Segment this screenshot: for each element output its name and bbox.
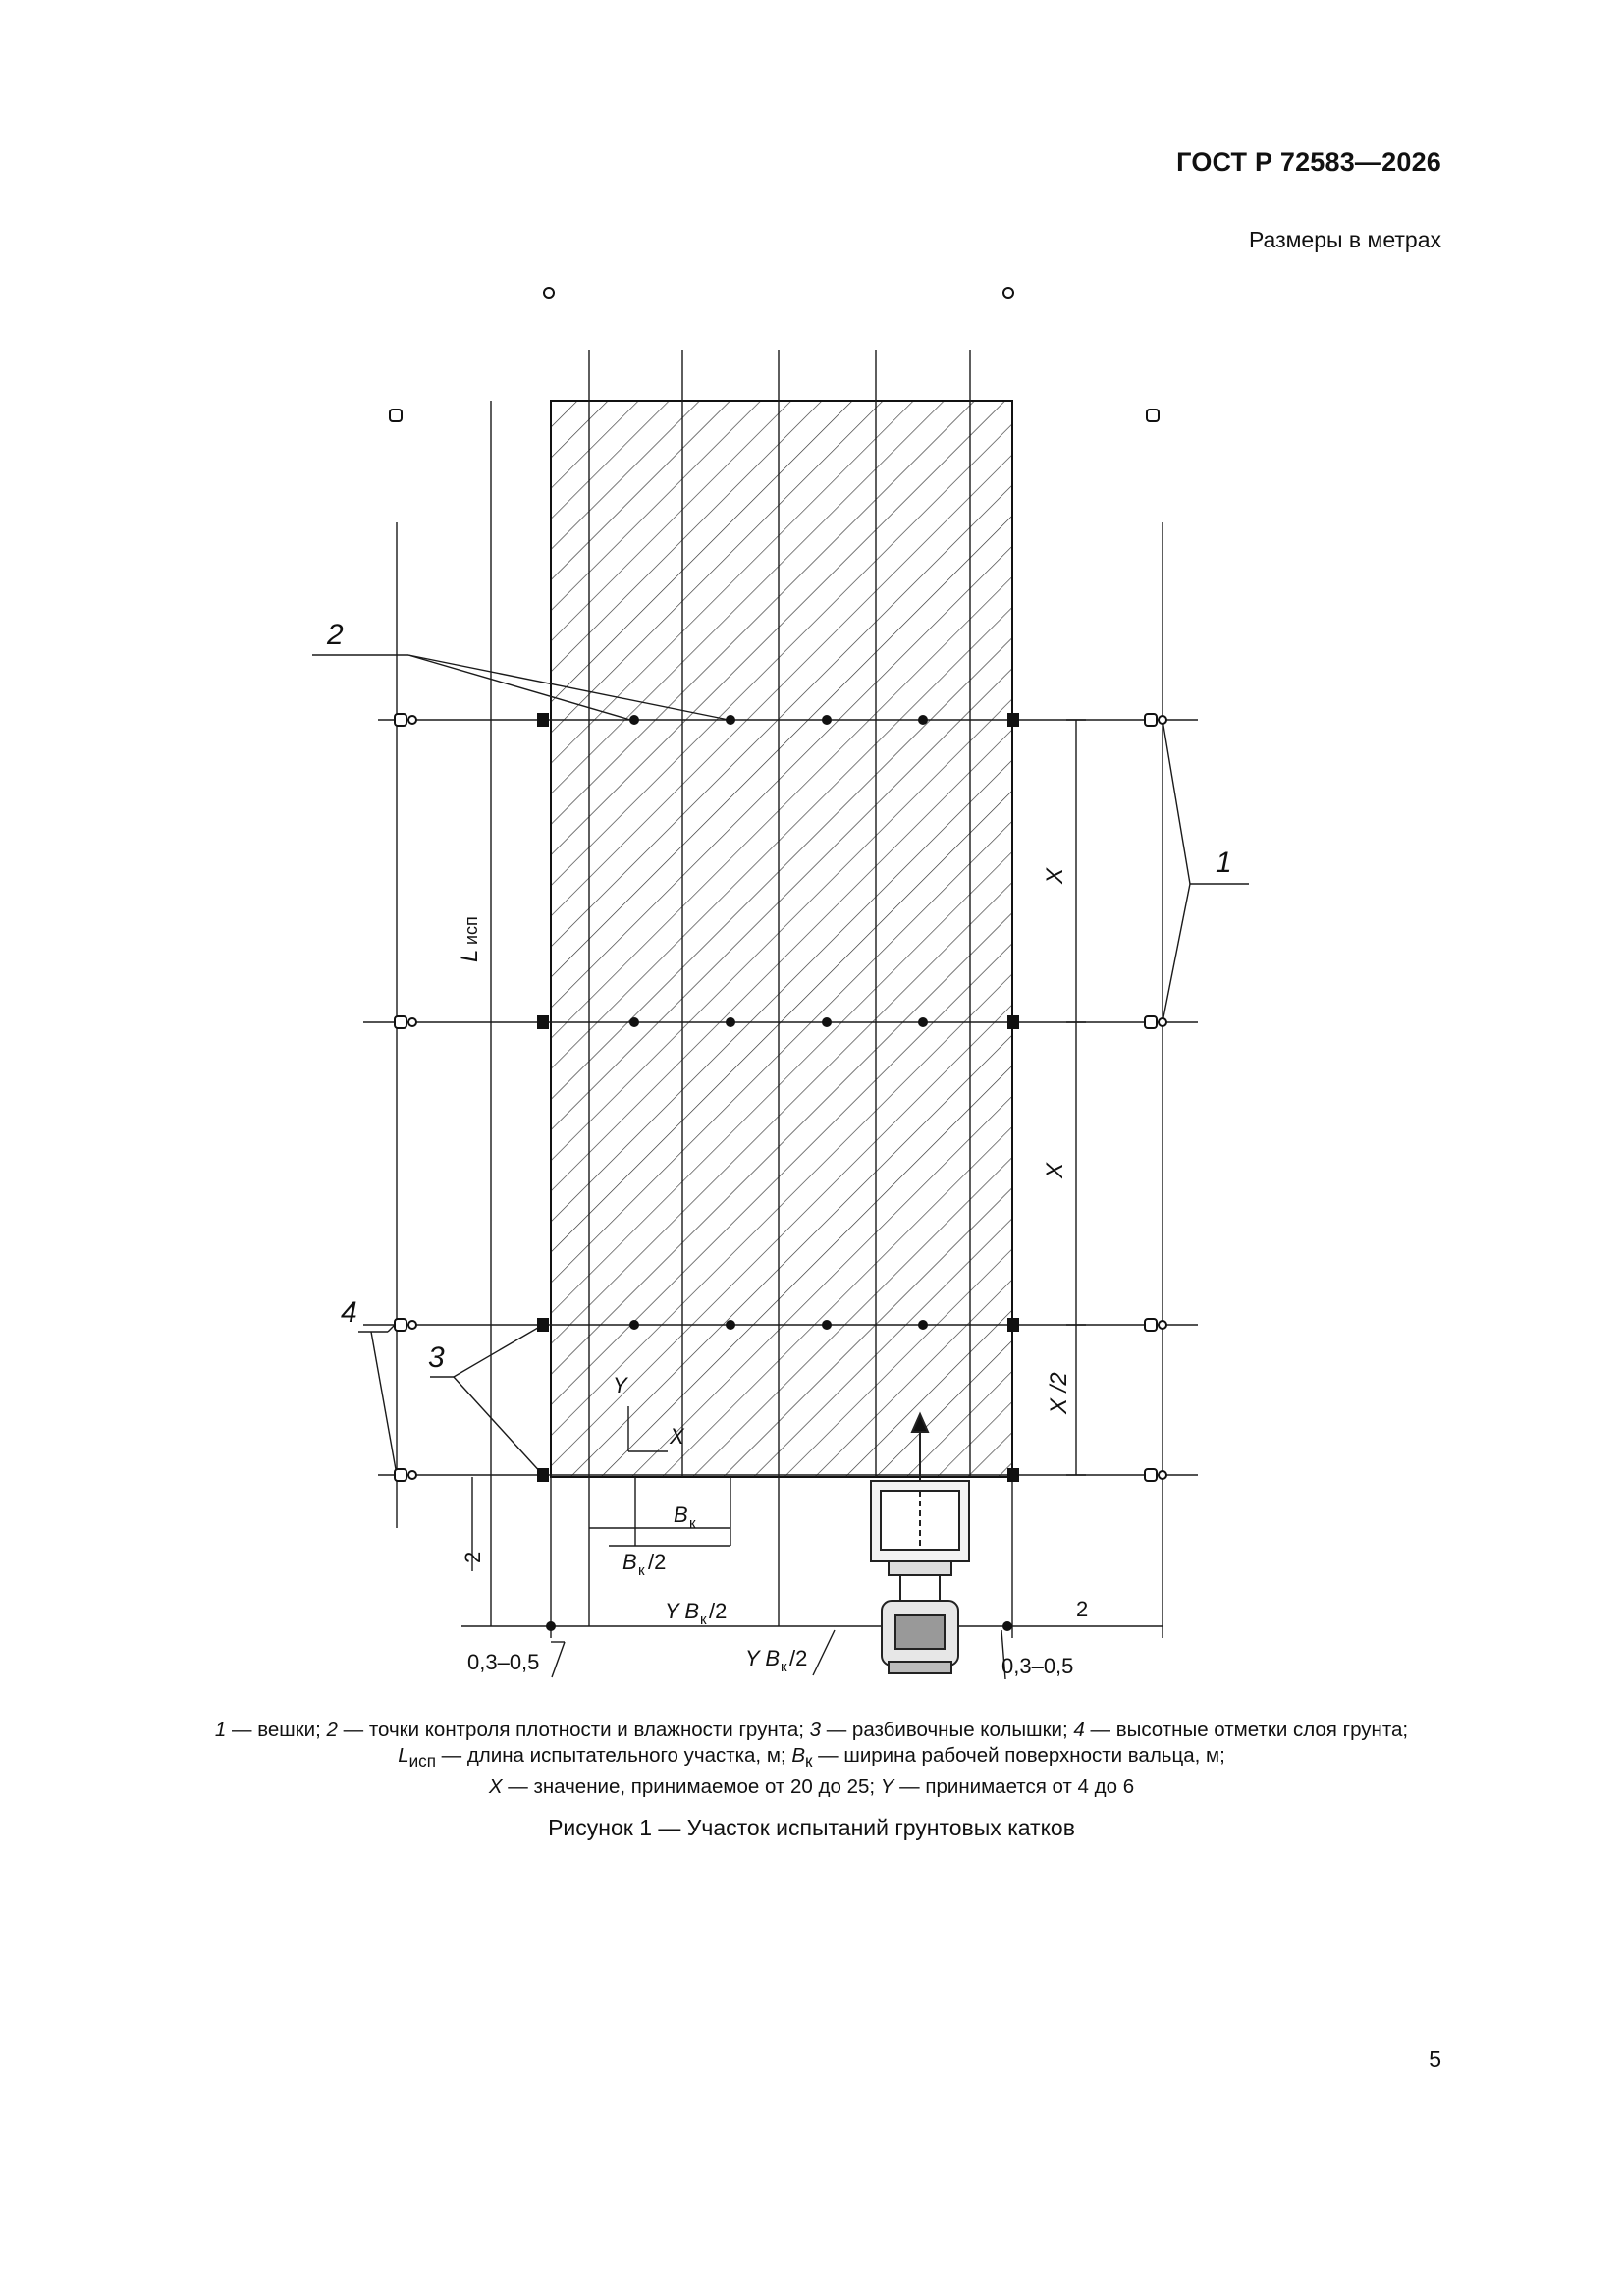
figure-caption: Рисунок 1 — Участок испытаний грунтовых …: [548, 1815, 1075, 1840]
control-point: [918, 1320, 928, 1330]
page-number: 5: [1429, 2047, 1441, 2072]
stake: [537, 1015, 549, 1029]
control-point: [629, 715, 639, 725]
y-axis-label: Y: [613, 1373, 628, 1397]
control-point: [629, 1320, 639, 1330]
control-point: [726, 1017, 735, 1027]
pole-marker: [394, 1468, 407, 1482]
dim-2-left: 2: [460, 1552, 485, 1563]
stake: [1007, 1468, 1019, 1482]
control-point: [822, 1017, 832, 1027]
pole-marker: [543, 287, 555, 299]
pole-marker: [1144, 713, 1158, 727]
svg-text:к: к: [638, 1562, 645, 1579]
stake: [1007, 1015, 1019, 1029]
control-point: [726, 1320, 735, 1330]
ybk-label-upper: Y B к /2: [665, 1599, 727, 1628]
tolerance-right: 0,3–0,5: [1001, 1654, 1073, 1678]
control-point: [629, 1017, 639, 1027]
x-half-label: X /2: [1046, 1372, 1072, 1415]
svg-text:/2: /2: [709, 1599, 727, 1623]
svg-text:Y B: Y B: [665, 1599, 699, 1623]
standard-designation: ГОСТ Р 72583—2026: [1176, 147, 1441, 177]
svg-text:к: к: [781, 1659, 787, 1675]
svg-text:B: B: [674, 1503, 688, 1527]
callout-1: 1: [1216, 847, 1232, 879]
stake: [1007, 1318, 1019, 1332]
pole-marker: [1144, 1318, 1158, 1332]
control-point: [726, 715, 735, 725]
tolerance-left: 0,3–0,5: [467, 1650, 539, 1674]
pole-marker: [389, 409, 403, 422]
stake: [537, 1468, 549, 1482]
x-axis-label: X: [669, 1424, 685, 1449]
stake: [537, 1318, 549, 1332]
figure-legend: 1 — вешки; 2 — точки контроля плотности …: [214, 1719, 1409, 1799]
callout-4: 4: [341, 1296, 357, 1329]
control-point: [918, 715, 928, 725]
bk-half-label: B к /2: [622, 1550, 666, 1579]
svg-text:/2: /2: [648, 1550, 666, 1574]
pole-marker: [394, 1318, 407, 1332]
control-point: [822, 1320, 832, 1330]
svg-text:Y B: Y B: [745, 1646, 780, 1670]
x-label-lower: X: [1042, 1162, 1068, 1179]
svg-text:к: к: [689, 1515, 696, 1532]
stake: [1007, 713, 1019, 727]
bk-label: B к: [674, 1503, 696, 1532]
pole-marker: [1146, 409, 1160, 422]
pole-marker: [1144, 1468, 1158, 1482]
callout-3: 3: [428, 1341, 445, 1374]
x-label-upper: X: [1042, 867, 1068, 885]
pole-marker: [1144, 1015, 1158, 1029]
units-note: Размеры в метрах: [1248, 227, 1441, 252]
svg-text:L: L: [457, 950, 483, 962]
control-point: [822, 715, 832, 725]
pole-marker: [394, 713, 407, 727]
pole-marker: [1002, 287, 1014, 299]
svg-text:к: к: [700, 1612, 707, 1628]
control-point: [918, 1017, 928, 1027]
stake: [537, 713, 549, 727]
test-strip: [550, 400, 1013, 1478]
pole-marker: [394, 1015, 407, 1029]
test-site-drawing: 2 1 3 4 X X X /2 L исп Y X B к B к /2 Y …: [312, 287, 1249, 1680]
ybk-label-lower: Y B к /2: [745, 1646, 807, 1675]
l-label: L исп: [457, 916, 483, 962]
svg-text:исп: исп: [461, 916, 481, 945]
callout-2: 2: [326, 619, 344, 651]
dim-2-bottom: 2: [1076, 1597, 1088, 1621]
svg-text:B: B: [622, 1550, 637, 1574]
roller-compactor: [870, 1411, 970, 1674]
svg-text:/2: /2: [789, 1646, 807, 1670]
